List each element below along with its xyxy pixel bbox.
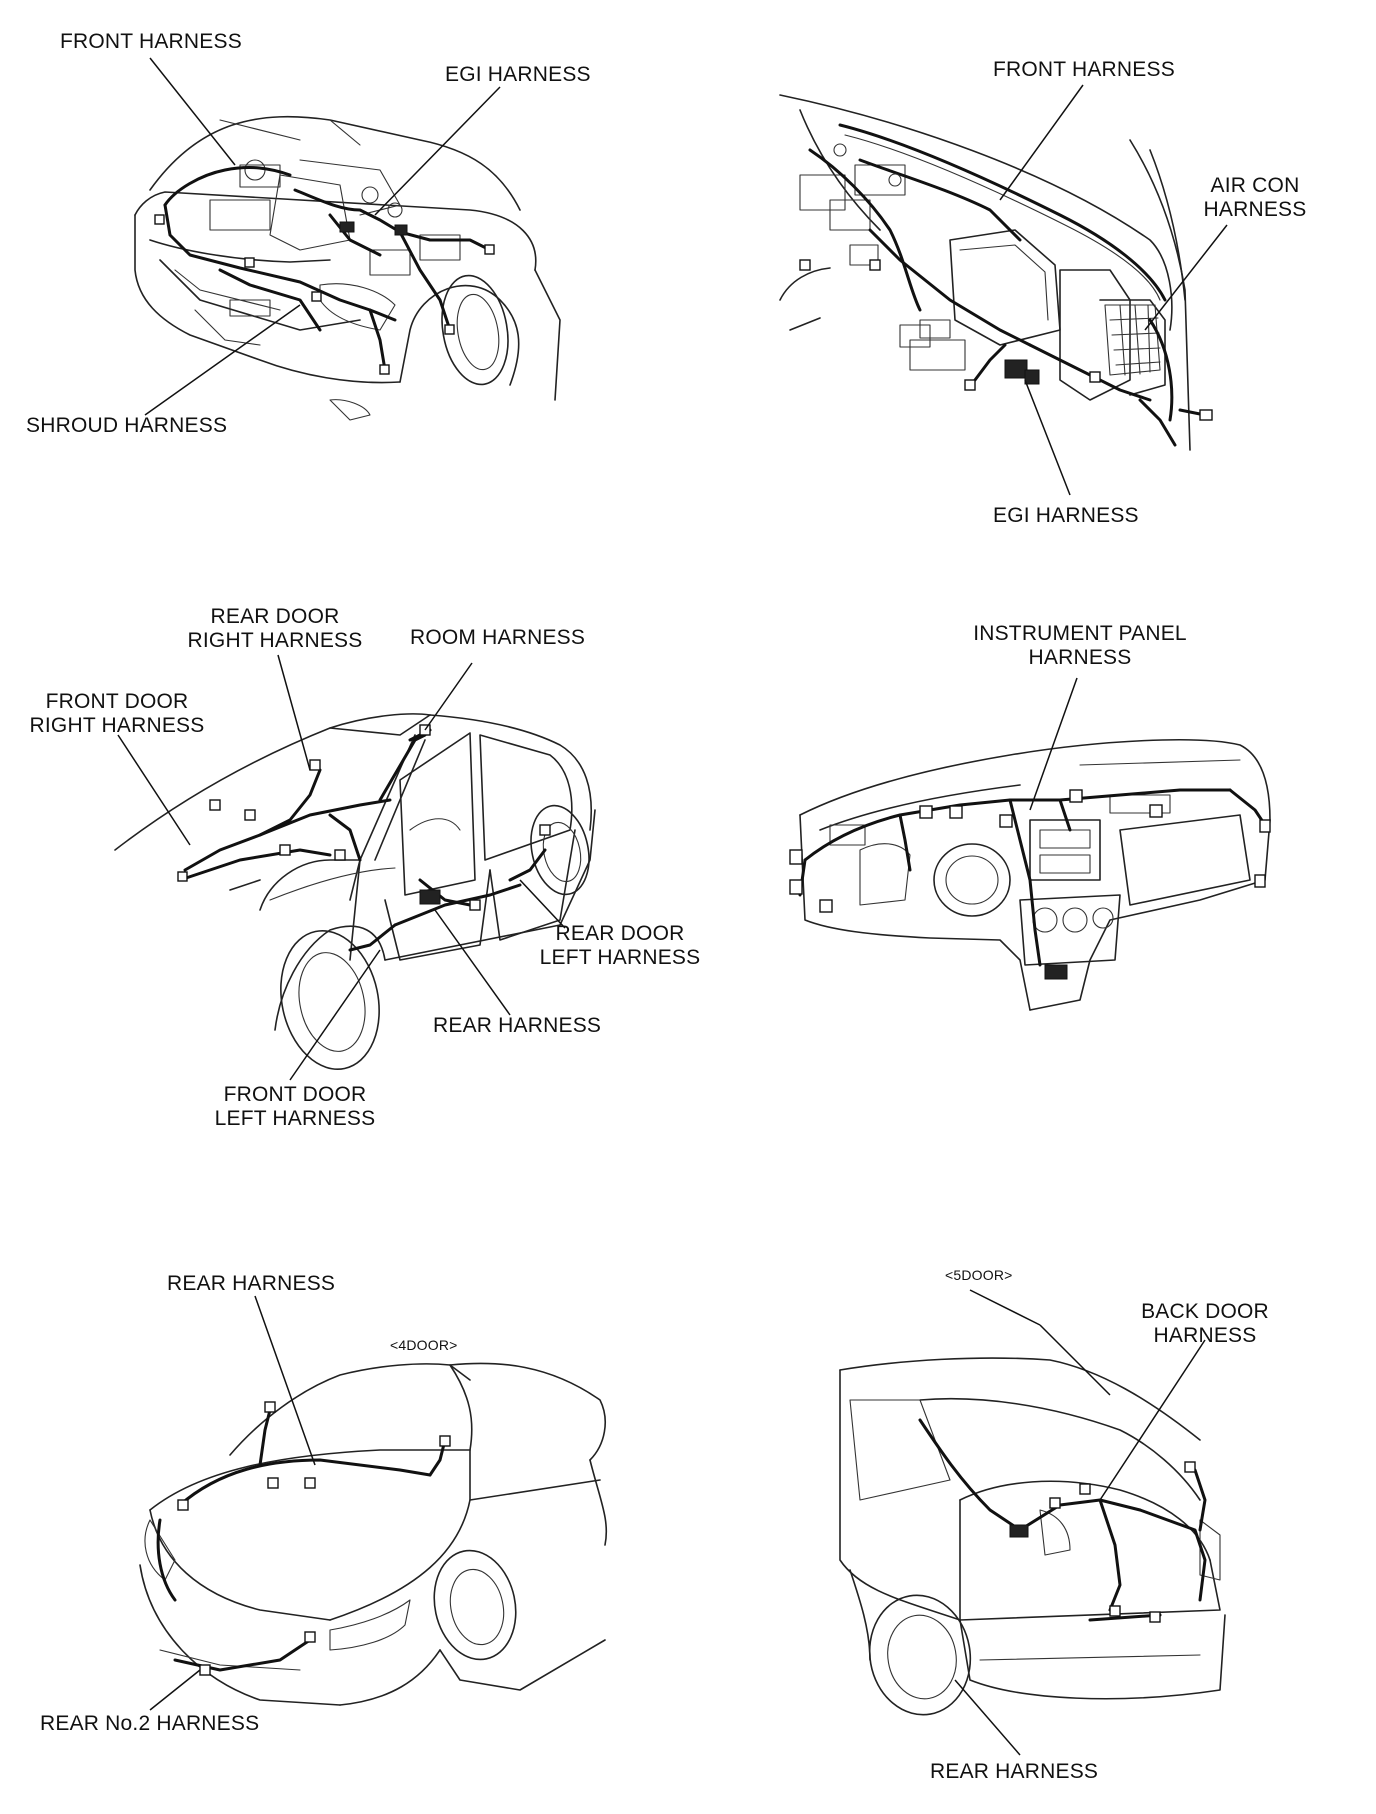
instrument-panel-leaders	[1029, 677, 1078, 811]
label-instrument-panel-line2: HARNESS	[1028, 646, 1132, 669]
label-rear-no2-harness: REAR No.2 HARNESS	[40, 1712, 260, 1735]
label-shroud-harness: SHROUD HARNESS	[26, 414, 228, 437]
label-rear-door-right-line1: REAR DOOR	[210, 605, 340, 628]
engine-bay-illustration	[134, 115, 561, 421]
rear-4door-illustration	[139, 1362, 608, 1706]
label-front-door-right-harness: FRONT DOOR RIGHT HARNESS	[22, 690, 212, 738]
rear-4door-leaders	[149, 1295, 316, 1711]
label-instrument-panel-line1: INSTRUMENT PANEL	[973, 622, 1187, 645]
label-5door-variant: <5DOOR>	[945, 1267, 1013, 1283]
interior-front-illustration	[779, 94, 1213, 451]
rear-5door-leaders	[954, 1289, 1206, 1756]
body-side-illustration	[114, 713, 596, 1070]
label-front-door-left-harness: FRONT DOOR LEFT HARNESS	[205, 1083, 385, 1131]
label-rear-harness-side: REAR HARNESS	[433, 1014, 602, 1037]
label-rear-door-right-harness: REAR DOOR RIGHT HARNESS	[180, 605, 370, 653]
label-back-door-harness: BACK DOOR HARNESS	[1120, 1300, 1290, 1348]
label-rear-harness-4door: REAR HARNESS	[167, 1272, 336, 1295]
label-room-harness: ROOM HARNESS	[410, 626, 586, 649]
interior-front-leaders	[999, 84, 1228, 496]
label-front-door-right-line1: FRONT DOOR	[45, 690, 189, 713]
label-rear-door-right-line2: RIGHT HARNESS	[187, 629, 363, 652]
instrument-panel-illustration	[789, 739, 1271, 1011]
label-front-harness-engine: FRONT HARNESS	[60, 30, 242, 53]
label-front-door-right-line2: RIGHT HARNESS	[29, 714, 205, 737]
label-air-con-line1: AIR CON	[1210, 174, 1300, 197]
label-egi-harness-engine: EGI HARNESS	[445, 63, 591, 86]
label-front-door-left-line1: FRONT DOOR	[223, 1083, 367, 1106]
label-front-door-left-line2: LEFT HARNESS	[214, 1107, 376, 1130]
label-rear-door-left-line1: REAR DOOR	[555, 922, 685, 945]
label-instrument-panel-harness: INSTRUMENT PANEL HARNESS	[950, 622, 1210, 670]
label-4door-variant: <4DOOR>	[390, 1337, 458, 1353]
rear-5door-illustration	[839, 1357, 1226, 1716]
label-back-door-line1: BACK DOOR	[1141, 1300, 1269, 1323]
label-air-con-line2: HARNESS	[1203, 198, 1307, 221]
label-rear-harness-5door: REAR HARNESS	[930, 1760, 1099, 1783]
label-back-door-line2: HARNESS	[1153, 1324, 1257, 1347]
body-side-leaders	[117, 654, 566, 1081]
label-rear-door-left-line2: LEFT HARNESS	[539, 946, 701, 969]
engine-bay-leaders	[144, 57, 501, 416]
label-egi-harness-interior: EGI HARNESS	[993, 504, 1139, 527]
label-air-con-harness: AIR CON HARNESS	[1175, 174, 1335, 222]
label-rear-door-left-harness: REAR DOOR LEFT HARNESS	[535, 922, 705, 970]
label-front-harness-interior: FRONT HARNESS	[993, 58, 1175, 81]
